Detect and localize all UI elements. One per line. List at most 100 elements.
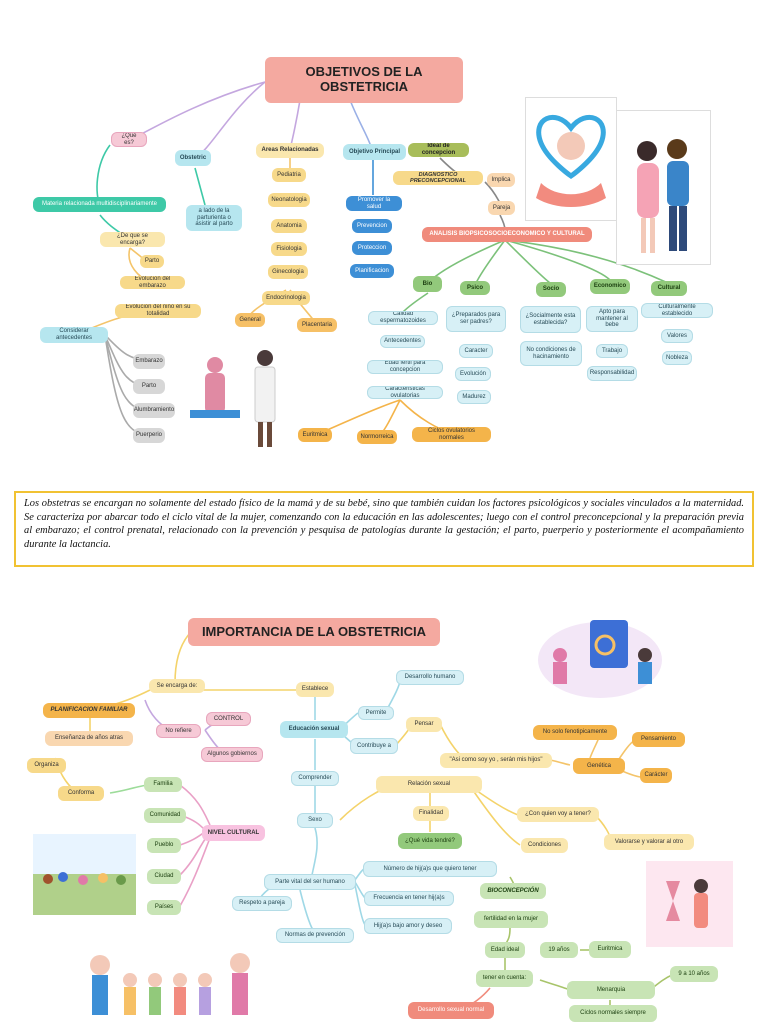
doctor-patient-illustration bbox=[180, 340, 295, 452]
area-item: Pediatria bbox=[272, 168, 306, 182]
family-illustration bbox=[80, 935, 262, 1024]
ciclos-node: Ciclos ovulatorios normales bbox=[412, 427, 491, 442]
materia-node: Materia relacionada multidisciplinariame… bbox=[33, 197, 166, 212]
area-item: Neonatologia bbox=[268, 193, 310, 207]
se-encarga-node: Se encarga de: bbox=[149, 679, 205, 693]
placentaria-node: Placentaria bbox=[297, 318, 337, 332]
psico-item: Madurez bbox=[457, 390, 491, 404]
normoreica-node: Normorreica bbox=[357, 430, 397, 444]
parte-vital-node: Parte vital del ser humano bbox=[264, 874, 356, 890]
educacion-node: Educación sexual bbox=[280, 721, 348, 738]
diagnostico-node: DIAGNOSTICO PRECONCEPCIONAL bbox=[393, 171, 483, 185]
eco-apto-node: Apto para mantener al bebe bbox=[586, 306, 638, 332]
pregnancy-care-illustration bbox=[525, 97, 617, 221]
antecedente-item: Embarazo bbox=[133, 354, 165, 369]
antecedente-item: Alumbramiento bbox=[133, 403, 175, 418]
antecedente-item: Puerperio bbox=[133, 428, 165, 443]
desarrollo-sexual-node: Desarrollo sexual normal bbox=[408, 1002, 494, 1019]
objetivo-item: Prevencion bbox=[352, 219, 392, 233]
genetica-node: Genética bbox=[573, 758, 625, 774]
ciclos-normales-node: Ciclos normales siempre bbox=[569, 1005, 657, 1022]
implica-node: Implica bbox=[487, 173, 515, 187]
evolucion-embarazo-node: Evolucion del embarazo bbox=[120, 276, 185, 289]
psico-item: Evolución bbox=[455, 367, 491, 381]
hijas-amor-node: Hij(a)s bajo amor y deseo bbox=[364, 918, 452, 934]
normas-node: Normas de prevención bbox=[276, 928, 354, 943]
couple-illustration bbox=[616, 110, 711, 265]
map1-title: OBJETIVOS DE LA OBSTETRICIA bbox=[265, 57, 463, 103]
bioconcepcion-node: BIOCONCEPCIÓN bbox=[480, 883, 546, 899]
anos9-node: 9 a 10 años bbox=[670, 966, 718, 982]
evolucion-nino-node: Evolucion del niño en su totalidad bbox=[115, 304, 201, 318]
obstetric-desc-node: a lado de la parturienta o asistir al pa… bbox=[186, 205, 242, 231]
pareja-node: Pareja bbox=[488, 201, 515, 215]
nivel-cultural-node: NIVEL CULTURAL bbox=[202, 825, 265, 841]
psico-item: Caracter bbox=[459, 344, 493, 358]
asi-como-node: "Asi como soy yo , serán mis hijos" bbox=[440, 753, 552, 768]
description-paragraph: Los obstetras se encargan no solamente d… bbox=[14, 491, 754, 567]
psico-question-node: ¿Preparados para ser padres? bbox=[446, 306, 506, 332]
parto-node: Parto bbox=[140, 255, 164, 268]
control-node: CONTROL bbox=[206, 712, 251, 726]
comprender-node: Comprender bbox=[291, 771, 339, 786]
tener-cuenta-node: tener en cuenta: bbox=[476, 970, 533, 987]
areas-node: Areas Relacionadas bbox=[256, 143, 324, 158]
nivel-item: Comunidad bbox=[144, 808, 186, 823]
con-quien-node: ¿Con quien voy a tener? bbox=[517, 807, 599, 822]
respeto-node: Respeto a pareja bbox=[232, 896, 292, 911]
edad-ideal-node: Edad ideal bbox=[485, 942, 525, 958]
community-illustration bbox=[33, 834, 136, 915]
ensenanza-node: Enseñanza de años atras bbox=[45, 731, 133, 746]
numero-node: Número de hij(a)s que quiero tener bbox=[363, 861, 497, 877]
area-item: Anatomia bbox=[271, 219, 307, 233]
socio-question-node: ¿Socialmente esta establecida? bbox=[520, 306, 581, 333]
nivel-item: Ciudad bbox=[147, 869, 181, 884]
considerar-node: Considerar antecedentes bbox=[40, 327, 108, 343]
nivel-item: Pueblo bbox=[147, 838, 181, 853]
finalidad-node: Finalidad bbox=[413, 806, 449, 821]
algunos-node: Algunos gobiernos bbox=[201, 747, 263, 762]
que-es-node: ¿Que es? bbox=[111, 132, 147, 147]
que-vida-node: ¿Qué vida tendré? bbox=[398, 833, 462, 849]
woman-hourglass-illustration bbox=[646, 861, 733, 947]
eutimica-node: Euritmica bbox=[298, 428, 332, 442]
valorarse-node: Valorarse y valorar al otro bbox=[604, 834, 694, 850]
area-item: Fisiologia bbox=[271, 242, 307, 256]
obstetric-node: Obstetric bbox=[175, 150, 211, 166]
euritmica-node: Euritmica bbox=[589, 941, 631, 958]
condiciones-node: Condiciones bbox=[521, 838, 568, 853]
objetivo-item: Planificacion bbox=[350, 264, 394, 278]
organiza-node: Organiza bbox=[27, 758, 66, 773]
anos19-node: 19 años bbox=[540, 942, 578, 958]
objetivo-item: Proteccion bbox=[352, 241, 392, 255]
establece-node: Establece bbox=[296, 682, 334, 697]
permite-node: Permite bbox=[358, 706, 394, 720]
bio-node: Bio bbox=[413, 276, 442, 292]
cult-item: Valores bbox=[661, 329, 693, 343]
bio-item: Antecedentes bbox=[380, 335, 425, 348]
area-item: Endocrinologia bbox=[262, 291, 310, 305]
objetivo-item: Promover la salud bbox=[346, 196, 402, 211]
nivel-item: Países bbox=[147, 900, 181, 915]
bio-item: Caracteristicas ovulatorias bbox=[367, 386, 443, 399]
economico-node: Economico bbox=[590, 279, 630, 294]
de-que-node: ¿De que se encarga? bbox=[100, 232, 165, 247]
general-node: General bbox=[235, 313, 265, 327]
cult-item: Nobleza bbox=[662, 351, 692, 365]
pensamiento-node: Pensamiento bbox=[632, 732, 685, 747]
conforma-node: Conforma bbox=[58, 786, 104, 801]
socio-node: Socio bbox=[536, 282, 566, 297]
contribuye-node: Contribuye a bbox=[350, 738, 398, 754]
objetivo-node: Objetivo Principal bbox=[343, 144, 406, 160]
pensar-node: Pensar bbox=[406, 717, 442, 732]
eco-item: Trabajo bbox=[596, 344, 628, 358]
antecedente-item: Parto bbox=[133, 379, 165, 394]
caracter-node: Carácter bbox=[640, 768, 672, 783]
relacion-node: Relación sexual bbox=[376, 776, 482, 793]
psico-node: Psico bbox=[460, 281, 490, 295]
no-solo-node: No solo fenotipicamente bbox=[533, 725, 617, 740]
sexo-node: Sexo bbox=[297, 813, 333, 828]
bio-item: Edad fertil para concepcion bbox=[367, 360, 443, 374]
planificacion-node: PLANIFICACION FAMILIAR bbox=[43, 703, 135, 718]
familia-node: Familia bbox=[144, 777, 182, 792]
